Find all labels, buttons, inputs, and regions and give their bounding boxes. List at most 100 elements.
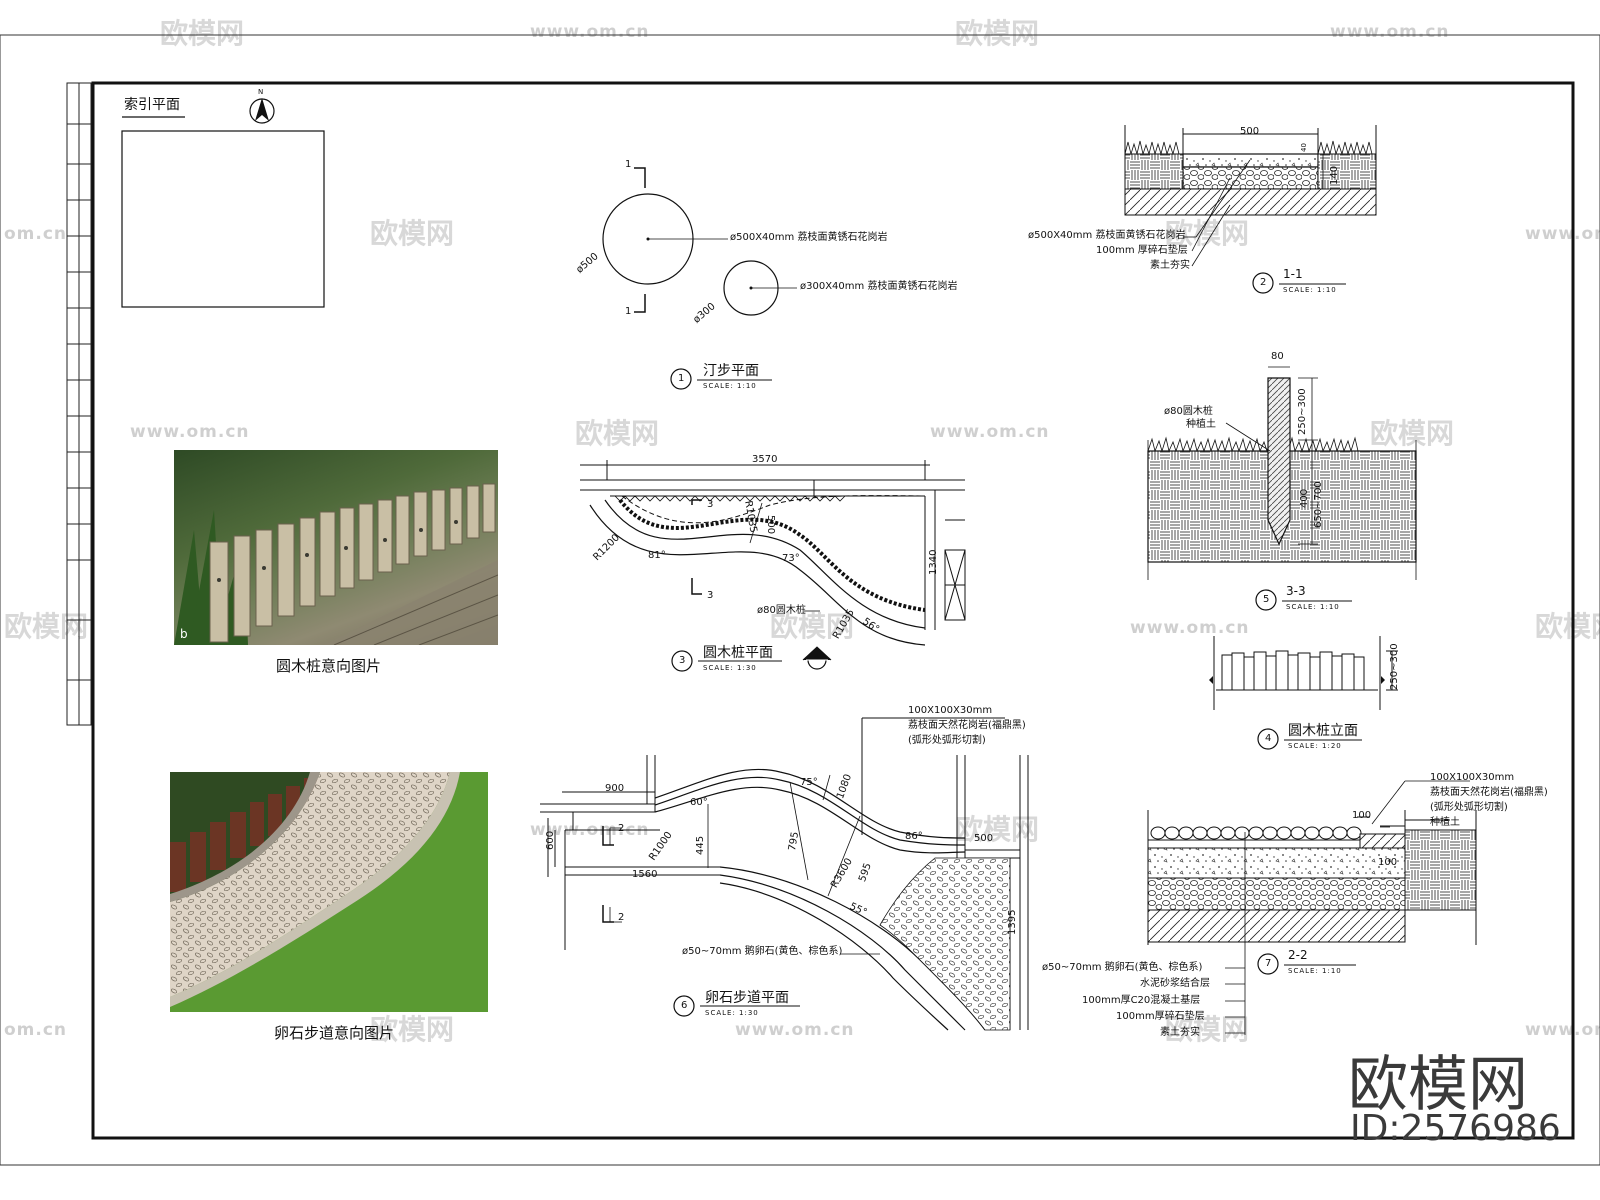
dimension-label: 500 (974, 833, 994, 844)
dimension-label: 3570 (752, 454, 778, 465)
photo-tag: b (180, 627, 188, 641)
log-pile-photo: b (174, 450, 498, 645)
dimension-label: 500 (765, 515, 776, 535)
watermark-logo: 欧模网 (955, 813, 1040, 846)
detail-number: 6 (681, 1000, 688, 1011)
watermark-logo: 欧模网 (4, 610, 89, 643)
section-mark: 2 (618, 912, 625, 923)
detail-number: 7 (1265, 958, 1272, 969)
dimension-label: 80 (1271, 351, 1284, 362)
detail-number: 5 (1263, 594, 1270, 605)
dimension-label: 140 (1329, 165, 1340, 185)
material-note: 种植土 (1430, 817, 1460, 828)
angle-label: 81° (648, 550, 666, 561)
angle-label: 73° (782, 553, 800, 564)
dimension-label: 445 (695, 835, 706, 855)
material-note: 种植土 (1186, 419, 1216, 430)
material-note: 荔枝面天然花岗岩(福鼎黑) (1430, 787, 1548, 798)
dimension-label: 1560 (632, 869, 658, 880)
dimension-label: 250~300 (1297, 388, 1308, 435)
detail-title: 1-1 (1283, 267, 1303, 281)
detail-scale: SCALE: 1:30 (703, 664, 757, 672)
section-mark: 1 (625, 306, 632, 317)
dimension-label: 100 (1378, 857, 1398, 868)
material-note: ø80圆木桩 (757, 605, 806, 616)
section-mark: 3 (707, 499, 714, 510)
watermark-logo: 欧模网 (1535, 610, 1600, 643)
layer-note: 素土夯实 (1150, 260, 1190, 271)
detail-scale: SCALE: 1:10 (1286, 603, 1340, 611)
pebble-path-photo-caption: 卵石步道意向图片 (274, 1024, 395, 1042)
watermark-logo: 欧模网 (955, 17, 1040, 50)
material-note: ø300X40mm 荔枝面黄锈石花岗岩 (800, 281, 958, 292)
watermark-logo: 欧模网 (770, 610, 855, 643)
detail-scale: SCALE: 1:10 (703, 382, 757, 390)
detail-title: 圆木桩立面 (1288, 723, 1358, 739)
layer-note: 水泥砂浆结合层 (1140, 978, 1210, 989)
watermark-logo: 欧模网 (370, 217, 455, 250)
detail-title: 3-3 (1286, 584, 1306, 598)
pebble-path-photo (170, 772, 488, 1012)
watermark-url: om.cn (4, 1020, 68, 1040)
watermark-logo: 欧模网 (1165, 1013, 1250, 1046)
detail-title: 圆木桩平面 (703, 645, 773, 661)
dimension-label: 650~700 (1313, 481, 1324, 528)
material-note: (弧形处弧形切割) (1430, 802, 1508, 813)
detail-title: 汀步平面 (703, 363, 759, 379)
section-mark: 3 (707, 590, 714, 601)
angle-label: 60° (690, 797, 708, 808)
watermark-logo: 欧模网 (1370, 417, 1455, 450)
log-pile-photo-caption: 圆木桩意向图片 (276, 657, 382, 675)
brand-id: ID:2576986 (1350, 1108, 1561, 1149)
material-note: (弧形处弧形切割) (908, 735, 986, 746)
material-note: ø50~70mm 鹅卵石(黄色、棕色系) (682, 946, 843, 957)
detail-scale: SCALE: 1:10 (1288, 967, 1342, 975)
watermark-logo: 欧模网 (160, 17, 245, 50)
material-note: ø80圆木桩 (1164, 406, 1213, 417)
watermark-logo: 欧模网 (575, 417, 660, 450)
detail-number: 2 (1260, 277, 1267, 288)
watermark-logo: 欧模网 (370, 1013, 455, 1046)
dimension-label: 100 (1352, 810, 1372, 821)
angle-label: 86° (905, 831, 923, 842)
watermark-url: www.om.cn (1525, 1020, 1600, 1040)
section-mark: 2 (618, 823, 625, 834)
dimension-label: 900 (605, 783, 625, 794)
detail-title: 2-2 (1288, 948, 1308, 962)
elevation-marker-icon (802, 646, 832, 661)
layer-note: 100mm 厚碎石垫层 (1096, 245, 1188, 256)
layer-note: ø50~70mm 鹅卵石(黄色、棕色系) (1042, 962, 1203, 973)
dimension-label: 1340 (928, 549, 939, 575)
dimension-label: 500 (1240, 126, 1260, 137)
elevation-mark: 4 (814, 653, 819, 661)
index-plan-title: 索引平面 (124, 97, 180, 113)
layer-note: ø500X40mm 荔枝面黄锈石花岗岩 (1028, 230, 1186, 241)
watermark-url: om.cn (4, 224, 68, 244)
detail-number: 3 (679, 655, 686, 666)
dimension-label: 400 (1299, 488, 1310, 508)
material-note: 100X100X30mm (908, 705, 993, 716)
dimension-label: 250~300 (1389, 643, 1400, 690)
layer-note: 100mm厚C20混凝土基层 (1082, 995, 1201, 1006)
watermark-url: www.om.cn (930, 422, 1050, 442)
section-mark: 1 (625, 159, 632, 170)
detail-number: 4 (1265, 733, 1272, 744)
detail-scale: SCALE: 1:10 (1283, 286, 1337, 294)
angle-label: 75° (800, 777, 818, 788)
watermark-url: www.om.cn (530, 22, 650, 42)
north-arrow-icon (255, 98, 269, 121)
north-label: N (258, 88, 264, 96)
watermark-url: www.om.cn (1525, 224, 1600, 244)
material-note: 荔枝面天然花岗岩(福鼎黑) (908, 720, 1026, 731)
watermark-url: www.om.cn (1330, 22, 1450, 42)
detail-scale: SCALE: 1:30 (705, 1009, 759, 1017)
layer-note: 100mm厚碎石垫层 (1116, 1011, 1205, 1022)
detail-scale: SCALE: 1:20 (1288, 742, 1342, 750)
dimension-label: 1395 (1007, 909, 1018, 935)
material-note: 100X100X30mm (1430, 772, 1515, 783)
layer-note: 素土夯实 (1160, 1027, 1200, 1038)
dimension-label: 40 (1300, 143, 1308, 152)
watermark-url: www.om.cn (735, 1020, 855, 1040)
